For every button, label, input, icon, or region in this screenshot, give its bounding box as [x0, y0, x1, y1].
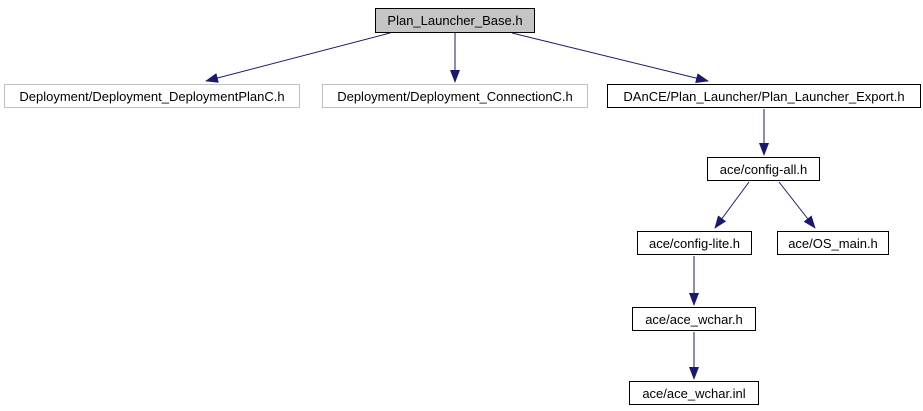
node-ace-wchar-h[interactable]: ace/ace_wchar.h [632, 307, 756, 331]
edge-config-all-to-os-main [778, 181, 816, 229]
node-config-all[interactable]: ace/config-all.h [707, 157, 820, 181]
node-plan-launcher-base: Plan_Launcher_Base.h [375, 8, 535, 33]
node-deployment-deploymentplanc: Deployment/Deployment_DeploymentPlanC.h [4, 84, 300, 108]
edge-root-to-export [511, 32, 709, 84]
node-ace-wchar-inl[interactable]: ace/ace_wchar.inl [629, 381, 759, 405]
node-plan-launcher-export[interactable]: DAnCE/Plan_Launcher/Plan_Launcher_Export… [607, 84, 921, 108]
edge-root-to-deployment-plan [205, 32, 391, 83]
node-config-lite[interactable]: ace/config-lite.h [637, 231, 752, 255]
node-os-main[interactable]: ace/OS_main.h [777, 231, 889, 255]
edge-config-all-to-config-lite [714, 181, 750, 229]
node-deployment-connectionc: Deployment/Deployment_ConnectionC.h [322, 84, 588, 108]
